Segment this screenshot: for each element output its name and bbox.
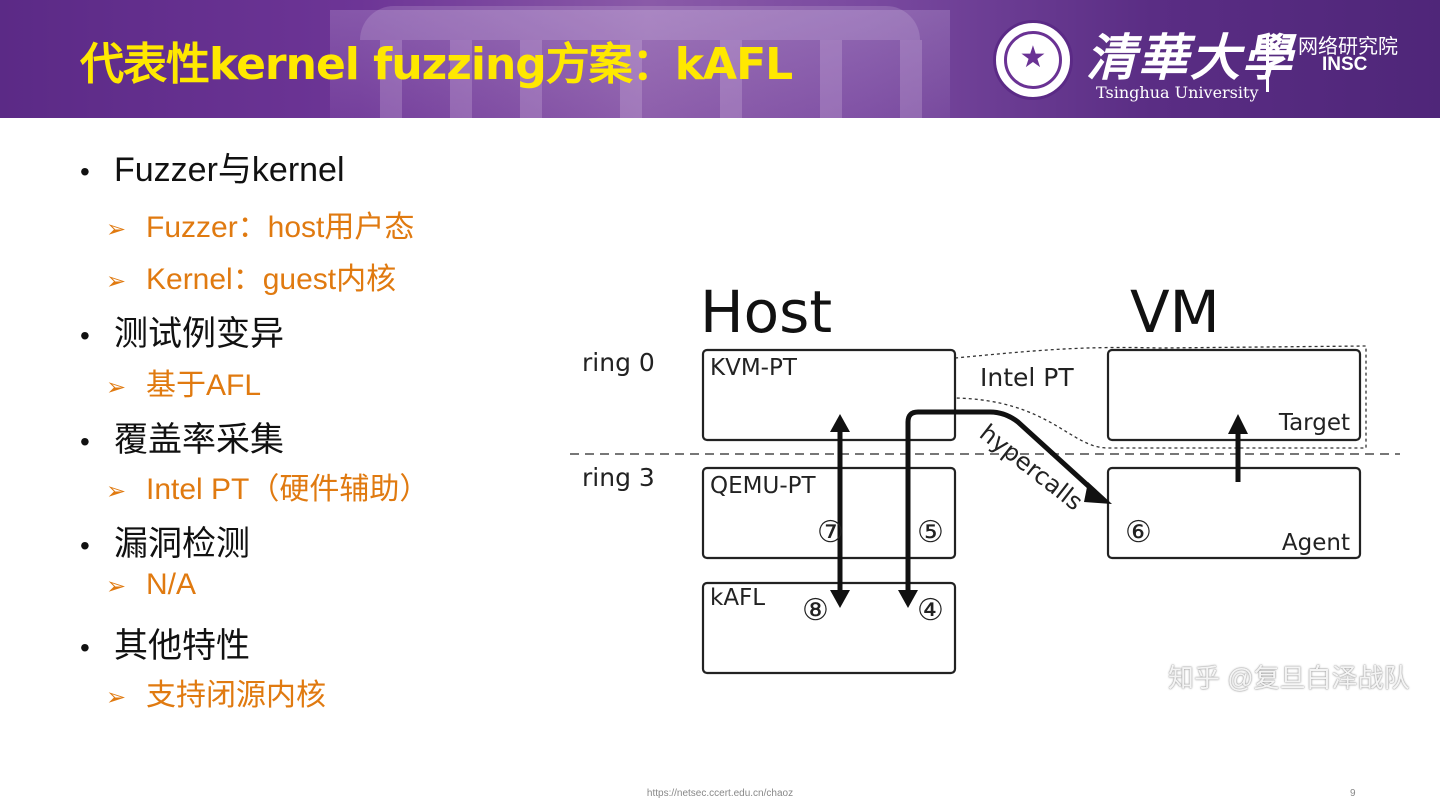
arrow-7-up-head — [830, 414, 850, 432]
arrow-4-down-head — [898, 590, 918, 608]
kafl-architecture-diagram: Host VM ring 0 ring 3 Intel PT KVM-PT QE… — [570, 278, 1400, 675]
header-banner: 代表性kernel fuzzing方案：kAFL ★ 清華大學 Tsinghua… — [0, 0, 1440, 118]
sub-bullet-item: ➢ Fuzzer：host用户态 — [106, 202, 414, 246]
step-7-label: ⑦ — [817, 515, 844, 550]
bullet-dot-icon: • — [80, 426, 90, 457]
vm-heading: VM — [1130, 278, 1220, 346]
kafl-box — [701, 581, 957, 675]
page-number: 9 — [1350, 788, 1356, 799]
sub-bullet-text: 支持闭源内核 — [146, 679, 326, 712]
qemu-pt-label: QEMU-PT — [710, 473, 816, 499]
kvm-pt-label: KVM-PT — [710, 355, 798, 381]
building-arch — [360, 6, 920, 40]
arrow-6-head — [1084, 482, 1112, 504]
agent-label: Agent — [1282, 530, 1350, 556]
sub-bullet-item: ➢ Intel PT（硬件辅助） — [106, 464, 429, 508]
ring0-label: ring 0 — [582, 348, 655, 377]
step-5-label: ⑤ — [917, 515, 944, 550]
kvm-pt-box — [701, 348, 957, 442]
institute-name-cn: 网络研究院 — [1298, 36, 1398, 58]
bullet-item: • 漏洞检测 — [80, 516, 250, 565]
step-4-label: ④ — [917, 593, 944, 628]
zhihu-watermark: 知乎 @复旦白泽战队 — [1168, 663, 1410, 693]
agent-box — [1106, 466, 1362, 560]
institute-name-en: INSC — [1322, 54, 1368, 75]
bullet-text: 漏洞检测 — [114, 525, 250, 563]
arrow-bullet-icon: ➢ — [106, 268, 127, 295]
intel-pt-region — [954, 345, 1367, 449]
sub-bullet-item: ➢ Kernel：guest内核 — [106, 254, 396, 298]
sub-bullet-text: Fuzzer：host用户态 — [146, 211, 415, 244]
qemu-pt-box — [701, 466, 957, 560]
tsinghua-seal-logo: ★ — [993, 20, 1073, 100]
bullet-dot-icon: • — [80, 156, 90, 187]
sub-bullet-item: ➢ N/A — [106, 568, 196, 602]
sub-bullet-text: Intel PT（硬件辅助） — [146, 473, 430, 506]
bullet-text: Fuzzer与kernel — [114, 151, 345, 189]
bullet-text: 测试例变异 — [114, 315, 284, 353]
arrow-8-down-head — [830, 590, 850, 608]
seal-star-icon: ★ — [1019, 40, 1047, 75]
arrow-bullet-icon: ➢ — [106, 478, 127, 505]
bullet-item: • Fuzzer与kernel — [80, 142, 345, 191]
bullet-item: • 其他特性 — [80, 618, 250, 667]
sub-bullet-text: N/A — [146, 568, 197, 601]
arrow-bullet-icon: ➢ — [106, 684, 127, 711]
host-heading: Host — [700, 278, 832, 346]
arrow-bullet-icon: ➢ — [106, 374, 127, 401]
seal-ring — [1004, 31, 1062, 89]
ring3-label: ring 3 — [582, 463, 655, 492]
university-calligraphy-logo: 清華大學 — [1086, 28, 1294, 87]
bullet-text: 覆盖率采集 — [114, 421, 284, 459]
building-column — [900, 40, 922, 118]
bullet-text: 其他特性 — [114, 627, 250, 665]
logo-divider — [1266, 34, 1269, 92]
building-column — [520, 40, 542, 118]
target-box — [1106, 348, 1362, 442]
footer-url: https://netsec.ccert.edu.cn/chaoz — [646, 788, 794, 799]
building-background — [330, 10, 950, 118]
building-column — [820, 40, 842, 118]
building-column — [620, 40, 642, 118]
bullet-dot-icon: • — [80, 530, 90, 561]
slide-title: 代表性kernel fuzzing方案：kAFL — [80, 39, 793, 90]
building-column — [450, 40, 472, 118]
arrow-bullet-icon: ➢ — [106, 216, 127, 243]
hypercall-path — [905, 409, 1097, 592]
sub-bullet-item: ➢ 基于AFL — [106, 360, 261, 404]
bullet-dot-icon: • — [80, 632, 90, 663]
sub-bullet-text: Kernel：guest内核 — [146, 263, 397, 296]
building-column — [720, 40, 742, 118]
target-label: Target — [1278, 410, 1350, 436]
step-8-label: ⑧ — [802, 593, 829, 628]
step-6-label: ⑥ — [1125, 515, 1152, 550]
building-column — [380, 40, 402, 118]
arrow-bullet-icon: ➢ — [106, 573, 127, 600]
sub-bullet-item: ➢ 支持闭源内核 — [106, 670, 326, 714]
kafl-label: kAFL — [710, 585, 765, 611]
intel-pt-label: Intel PT — [980, 363, 1074, 392]
sub-bullet-text: 基于AFL — [146, 369, 262, 402]
agent-target-arrow-head — [1228, 414, 1248, 434]
bullet-dot-icon: • — [80, 320, 90, 351]
bullet-item: • 测试例变异 — [80, 306, 284, 355]
university-english-name: Tsinghua University — [1096, 83, 1259, 102]
bullet-item: • 覆盖率采集 — [80, 412, 284, 461]
